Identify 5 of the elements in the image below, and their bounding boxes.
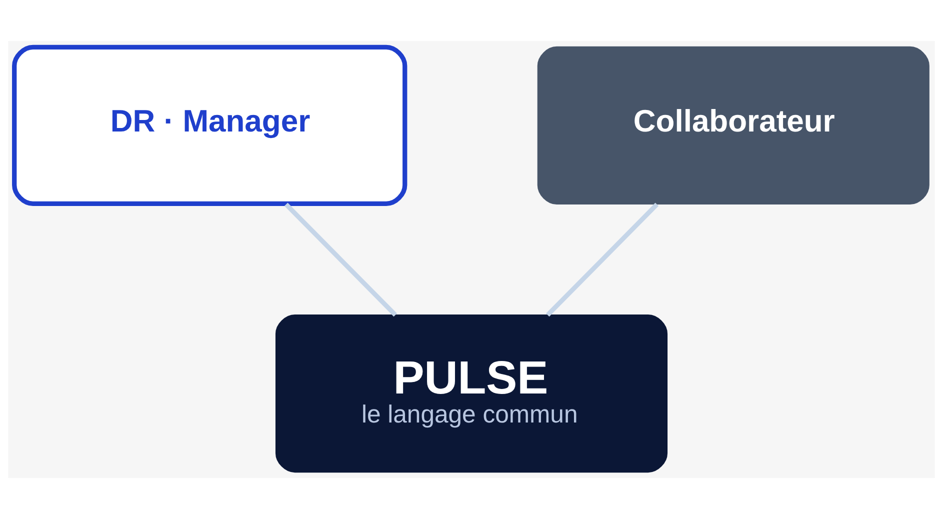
node-box: PULSE le langage commun [275,314,668,473]
node-box: Collaborateur [537,46,930,204]
connector [284,202,398,317]
connector [546,202,659,317]
node-box: DR · Manager [12,44,408,206]
